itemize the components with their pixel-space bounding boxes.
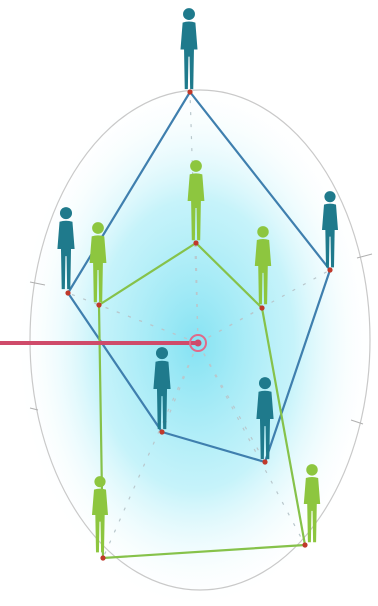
- network-node: [327, 267, 332, 272]
- network-node: [96, 302, 101, 307]
- network-node: [193, 240, 198, 245]
- network-node: [65, 290, 70, 295]
- network-node: [159, 429, 164, 434]
- network-node: [259, 305, 264, 310]
- network-node: [262, 459, 267, 464]
- network-node: [302, 542, 307, 547]
- figure-outer-top-person-icon: [180, 8, 197, 89]
- network-node: [100, 555, 105, 560]
- network-node: [187, 89, 192, 94]
